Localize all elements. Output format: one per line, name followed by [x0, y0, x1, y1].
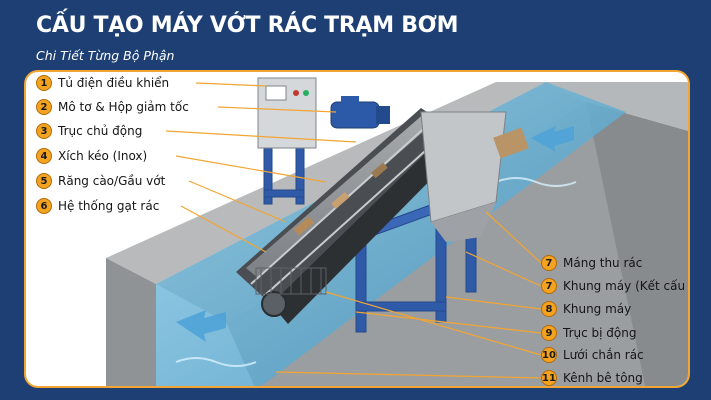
- callout-number: 4: [36, 148, 52, 164]
- callout-trash-screen: 10 Lưới chắn rác: [541, 347, 644, 363]
- callout-number: 7: [541, 255, 557, 271]
- callout-rake-teeth: 5 Răng cào/Gầu vớt: [36, 173, 165, 189]
- callout-debris-trough: 7 Máng thu rác: [541, 255, 642, 271]
- leader-lines: [165, 82, 542, 379]
- diagram-panel: 1 Tủ điện điều khiển 2 Mô tơ & Hộp giảm …: [24, 70, 690, 388]
- callout-motor-gearbox: 2 Mô tơ & Hộp giảm tốc: [36, 99, 189, 115]
- page-subtitle: Chi Tiết Từng Bộ Phận: [36, 48, 175, 63]
- debris-trough: [420, 111, 529, 242]
- callout-number: 8: [541, 301, 557, 317]
- inclined-conveyor: [236, 108, 466, 324]
- callout-label: Răng cào/Gầu vớt: [58, 174, 166, 188]
- callout-label: Kênh bê tông: [563, 371, 643, 385]
- callout-number: 10: [541, 347, 557, 363]
- callout-label: Máng thu rác: [563, 256, 643, 270]
- callout-number: 2: [36, 99, 52, 115]
- callout-machine-frame-steel: 7 Khung máy (Kết cấu thép): [541, 278, 688, 294]
- page-title: CẤU TẠO MÁY VỚT RÁC TRẠM BƠM: [36, 13, 459, 38]
- motor-gearbox: [330, 96, 390, 129]
- callout-scraper-system: 6 Hệ thống gạt rác: [36, 198, 159, 214]
- callout-number: 1: [36, 75, 52, 91]
- callout-number: 9: [541, 325, 557, 341]
- callout-label: Tủ điện điều khiển: [58, 76, 170, 90]
- callout-number: 7: [541, 278, 557, 294]
- callout-machine-frame: 8 Khung máy: [541, 301, 631, 317]
- callout-number: 6: [36, 198, 52, 214]
- callout-driven-shaft: 9 Trục bị động: [541, 325, 636, 341]
- callout-number: 3: [36, 123, 52, 139]
- callout-label: Trục chủ động: [58, 124, 143, 138]
- callout-label: Trục bị động: [563, 326, 637, 340]
- callout-label: Hệ thống gạt rác: [58, 199, 160, 213]
- callout-concrete-channel: 11 Kênh bê tông: [541, 370, 643, 386]
- callout-label: Khung máy: [563, 302, 632, 316]
- callout-number: 5: [36, 173, 52, 189]
- screen-grate: [255, 267, 327, 295]
- callout-number: 11: [541, 370, 557, 386]
- callout-label: Lưới chắn rác: [563, 348, 644, 362]
- callout-drive-shaft: 3 Trục chủ động: [36, 123, 142, 139]
- machine-illustration: [106, 77, 688, 386]
- callout-control-cabinet: 1 Tủ điện điều khiển: [36, 75, 169, 91]
- callout-label: Khung máy (Kết cấu thép): [563, 279, 688, 293]
- callout-drive-chain: 4 Xích kéo (Inox): [36, 148, 147, 164]
- callout-label: Xích kéo (Inox): [58, 149, 148, 163]
- callout-label: Mô tơ & Hộp giảm tốc: [58, 100, 189, 114]
